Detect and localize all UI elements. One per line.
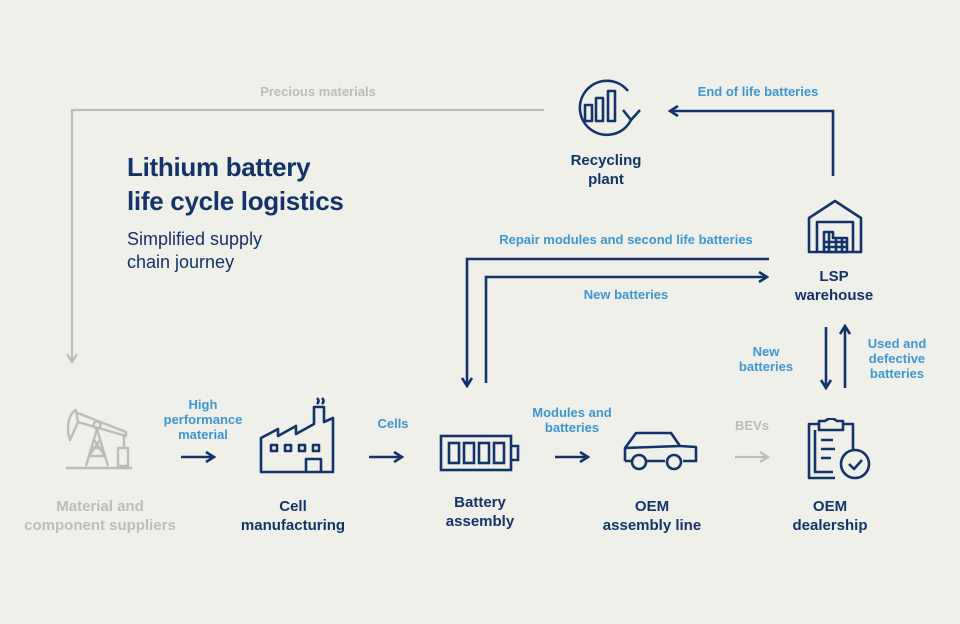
recycling-chart-icon	[578, 79, 641, 137]
factory-icon	[259, 397, 335, 474]
page-title: Lithium battery life cycle logistics	[127, 152, 344, 216]
oil-pump-icon	[66, 408, 132, 470]
lsp-warehouse-label: LSP warehouse	[794, 268, 874, 304]
oem-assembly-line-label: OEM assembly line	[602, 498, 702, 534]
new-batteries-to-lsp-label: New batteries	[583, 287, 669, 302]
car-icon	[623, 431, 698, 471]
precious-materials-arrow	[72, 108, 544, 362]
page-subtitle: Simplified supply chain journey	[127, 229, 263, 272]
end-of-life-label: End of life batteries	[697, 84, 819, 99]
suppliers-label: Material and component suppliers	[24, 498, 176, 534]
cells-label: Cells	[377, 416, 409, 431]
oem-dealership-label: OEM dealership	[792, 498, 868, 534]
repair-modules-arrow	[467, 257, 769, 386]
precious-materials-label: Precious materials	[260, 84, 376, 99]
new-batteries-to-dealer-label: New batteries	[738, 344, 794, 374]
new-batteries-to-lsp-arrow	[484, 277, 767, 383]
modules-and-batteries-label: Modules and batteries	[532, 405, 612, 435]
battery-assembly-label: Battery assembly	[445, 494, 515, 530]
repair-modules-label: Repair modules and second life batteries	[499, 232, 753, 247]
clipboard-check-icon	[807, 418, 871, 480]
end-of-life-arrow	[670, 111, 835, 176]
recycling-plant-label: Recycling plant	[570, 152, 642, 188]
battery-icon	[439, 434, 520, 472]
warehouse-icon	[807, 199, 863, 254]
cell-manufacturing-label: Cell manufacturing	[240, 498, 346, 534]
used-defective-label: Used and defective batteries	[867, 336, 927, 381]
high-performance-label: High performance material	[163, 397, 243, 442]
bevs-label: BEVs	[735, 418, 769, 433]
